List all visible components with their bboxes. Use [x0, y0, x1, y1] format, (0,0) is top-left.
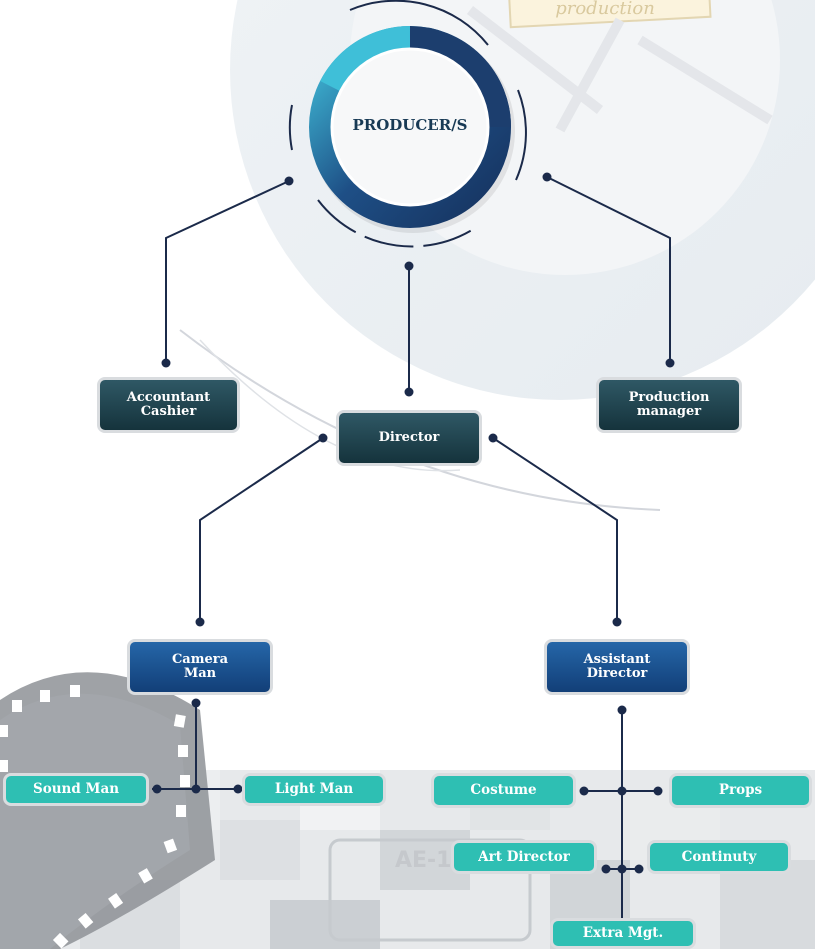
node-light-man: Light Man [242, 773, 386, 806]
connector-dot [233, 784, 243, 794]
film-strip [0, 672, 215, 949]
node-label: Props [718, 782, 763, 799]
producer-outer-arc [515, 89, 527, 181]
producer-face [330, 47, 490, 207]
connector-dot [601, 864, 611, 874]
connector-dot [161, 358, 171, 368]
node-label: Continuty [681, 848, 757, 865]
production-sign-text: production [555, 0, 655, 19]
connector-dot [617, 705, 627, 715]
connector-dot [617, 864, 627, 874]
connector-dot [195, 617, 205, 627]
producer-outer-arc [349, 0, 489, 46]
node-label: Light Man [274, 781, 354, 798]
connector-dot [612, 617, 622, 627]
connector-dot [152, 784, 162, 794]
connector-producer-accountant [165, 180, 290, 363]
camera-badge-text: AE-1 [395, 848, 452, 873]
connector-director-camera-man [199, 437, 324, 622]
node-props: Props [669, 773, 812, 808]
connector-dot [191, 698, 201, 708]
connector-dot [542, 172, 552, 182]
node-label: Extra Mgt. [582, 925, 664, 942]
node-continuity: Continuty [647, 840, 791, 874]
node-label: Sound Man [32, 781, 120, 798]
connector-dot [634, 864, 644, 874]
connector-dot [404, 261, 414, 271]
node-costume: Costume [431, 773, 576, 808]
connector-dot [318, 433, 328, 443]
producer-outer-arc [317, 199, 473, 248]
connector-dot [579, 786, 589, 796]
node-label: Accountant Cashier [126, 390, 211, 419]
producer-outer-arc [288, 104, 293, 151]
connector-dot [404, 387, 414, 397]
producer-label: PRODUCER/S [352, 116, 468, 134]
node-extra-mgt: Extra Mgt. [550, 918, 696, 949]
node-label: Costume [470, 782, 537, 799]
node-label: Camera Man [171, 652, 229, 681]
node-label: Production manager [628, 390, 710, 419]
node-assistant-director: Assistant Director [544, 639, 690, 695]
connector-dot [191, 784, 201, 794]
connector-dot [284, 176, 294, 186]
connector-dot [653, 786, 663, 796]
node-production-manager: Production manager [596, 377, 742, 433]
production-sign [508, 0, 712, 29]
node-label: Assistant Director [583, 652, 651, 681]
node-art-director: Art Director [451, 840, 597, 874]
connector-producer-production-manager [546, 176, 671, 363]
node-label: Director [378, 430, 440, 446]
node-camera-man: Camera Man [127, 639, 273, 695]
node-director: Director [336, 410, 482, 466]
connector-dot [488, 433, 498, 443]
connector-dot [617, 786, 627, 796]
node-sound-man: Sound Man [3, 773, 149, 806]
node-label: Art Director [478, 848, 570, 865]
connector-dot [665, 358, 675, 368]
connector-director-assistant-director [492, 437, 618, 622]
producer-node [288, 0, 527, 248]
node-accountant-cashier: Accountant Cashier [97, 377, 240, 433]
